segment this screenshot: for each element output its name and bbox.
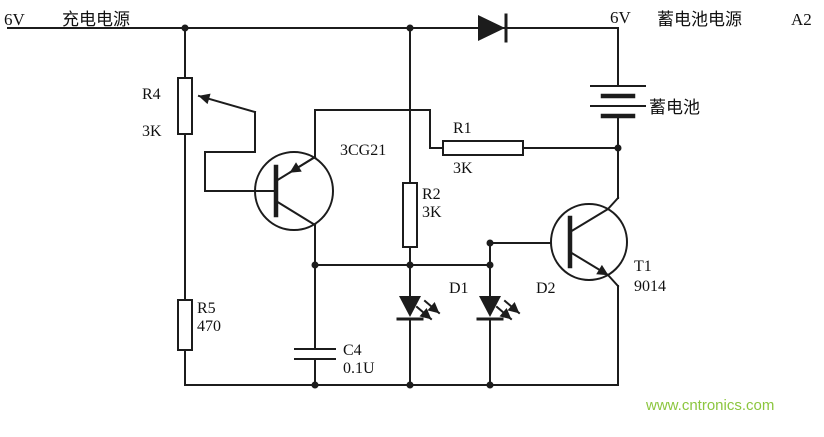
resistor-r1-icon [442, 140, 524, 156]
watermark-text: www.cntronics.com [645, 397, 774, 414]
t1-emitter-wire [606, 273, 620, 386]
label-r5-value: 470 [197, 318, 221, 335]
label-r2-value: 3K [422, 204, 442, 221]
resistor-r5-icon [177, 299, 193, 351]
label-r2-name: R2 [422, 186, 441, 203]
label-c4-value: 0.1U [343, 360, 375, 377]
led-d1-icon [396, 296, 441, 321]
transistor-t1-icon [550, 203, 628, 281]
node-a-wire [314, 224, 491, 266]
label-r4-name: R4 [142, 86, 161, 103]
q1-emitter-to-r1-wire [314, 109, 444, 158]
label-r4-value: 3K [142, 123, 162, 140]
r4-wiper-arrow-icon [197, 93, 257, 114]
label-q2-value: 9014 [634, 278, 666, 295]
label-left-source: 充电电源 [62, 10, 130, 29]
label-d2-name: D2 [536, 280, 556, 297]
junction-dots [181, 24, 622, 389]
label-r1-value: 3K [453, 160, 473, 177]
battery-icon [590, 85, 646, 119]
label-right-source: 蓄电池电源 [657, 10, 742, 29]
label-r5-name: R5 [197, 300, 216, 317]
label-right-voltage: 6V [610, 8, 632, 27]
label-terminal-a2: A2 [791, 10, 812, 29]
diode-icon [478, 13, 508, 43]
resistor-r4-icon [177, 77, 193, 135]
label-q2-name: T1 [634, 258, 652, 275]
label-battery: 蓄电池 [649, 98, 700, 117]
led-d2-icon [476, 296, 521, 321]
label-c4-name: C4 [343, 342, 362, 359]
label-d1-name: D1 [449, 280, 469, 297]
label-q1-name: 3CG21 [340, 142, 386, 159]
resistor-r2-icon [402, 182, 418, 248]
wires [7, 27, 620, 386]
t1-collector-wire [606, 196, 620, 211]
label-left-voltage: 6V [4, 10, 26, 29]
label-r1-name: R1 [453, 120, 472, 137]
capacitor-c4-icon [294, 348, 336, 360]
transistor-3cg21-icon [204, 151, 334, 231]
